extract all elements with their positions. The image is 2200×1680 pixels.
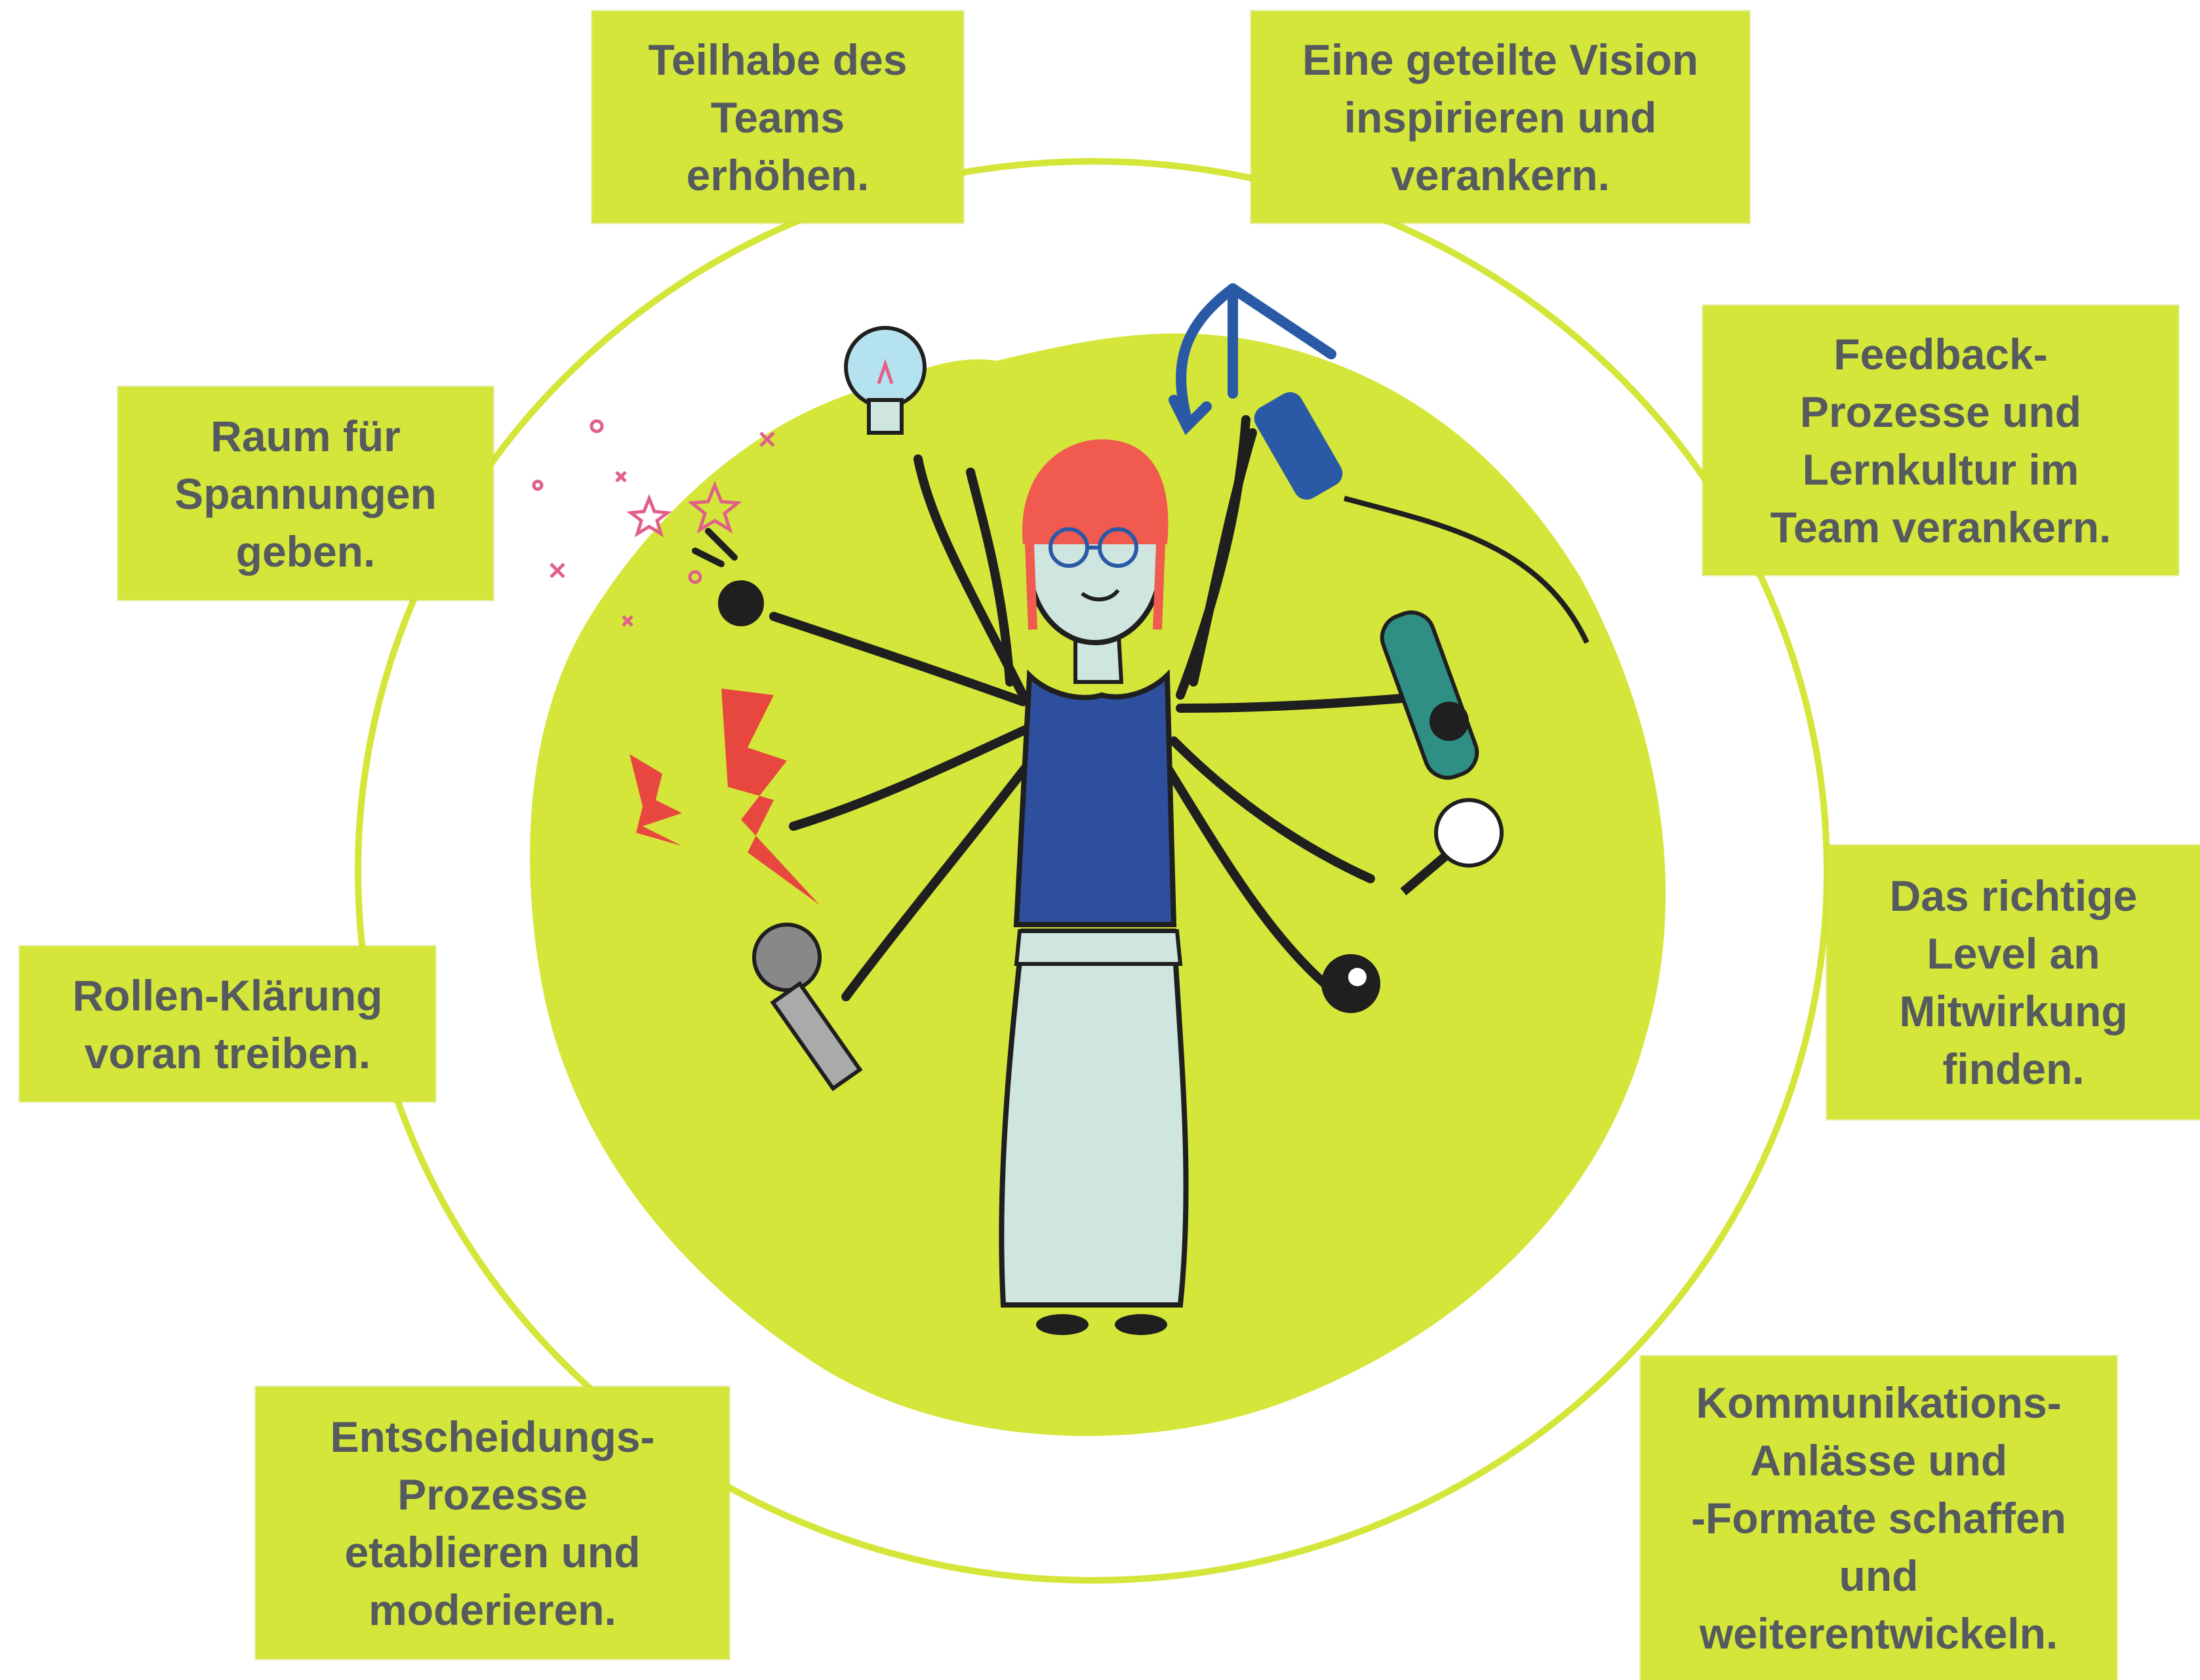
peace-hand-icon (692, 528, 764, 626)
arms (769, 415, 1447, 1001)
box-label: Entscheidungs- Prozesse etablieren und m… (330, 1412, 655, 1634)
magnifier-icon (1400, 798, 1504, 896)
text-box-feedback: Feedback- Prozesse und Lernkultur im Tea… (1703, 306, 2178, 575)
box-label: Rollen-Klärung voran treiben. (72, 970, 383, 1077)
left-foot (1036, 1314, 1089, 1335)
lightbulb-icon (844, 326, 927, 435)
smile (1081, 589, 1120, 602)
microphone-icon (752, 923, 863, 1092)
text-box-mitwirkung: Das richtige Level an Mitwirkung finden. (1827, 845, 2200, 1119)
lightning-icon (630, 689, 820, 905)
text-box-vision: Eine geteilte Vision inspirieren und ver… (1251, 11, 1750, 223)
pen-icon (1380, 610, 1479, 780)
box-label: Feedback- Prozesse und Lernkultur im Tea… (1770, 329, 2111, 551)
text-box-kommunikation: Kommunikations- Anlässe und -Formate sch… (1641, 1356, 2117, 1680)
hair-strands (1025, 544, 1165, 630)
box-label: Teilhabe des Teams erhöhen. (648, 35, 908, 199)
text-box-entscheidung: Entscheidungs- Prozesse etablieren und m… (256, 1387, 729, 1659)
hair (1022, 439, 1169, 544)
top (1013, 669, 1177, 927)
box-label: Das richtige Level an Mitwirkung finden. (1889, 871, 2138, 1093)
yin-yang-icon (1321, 954, 1380, 1013)
stars-icon (532, 419, 775, 627)
box-label: Eine geteilte Vision inspirieren und ver… (1302, 35, 1698, 199)
text-box-teilhabe: Teilhabe des Teams erhöhen. (592, 11, 963, 223)
skirt (999, 929, 1189, 1308)
box-label: Kommunikations- Anlässe und -Formate sch… (1690, 1378, 2067, 1658)
box-label: Raum für Spannungen geben. (174, 411, 437, 576)
text-box-rollen: Rollen-Klärung voran treiben. (20, 946, 435, 1102)
arrow-icon (1169, 283, 1336, 435)
hairdryer-icon (1254, 392, 1590, 644)
belt (1014, 929, 1183, 966)
glasses (1049, 527, 1138, 568)
text-box-spannungen: Raum für Spannungen geben. (118, 387, 493, 600)
right-foot (1115, 1314, 1167, 1335)
